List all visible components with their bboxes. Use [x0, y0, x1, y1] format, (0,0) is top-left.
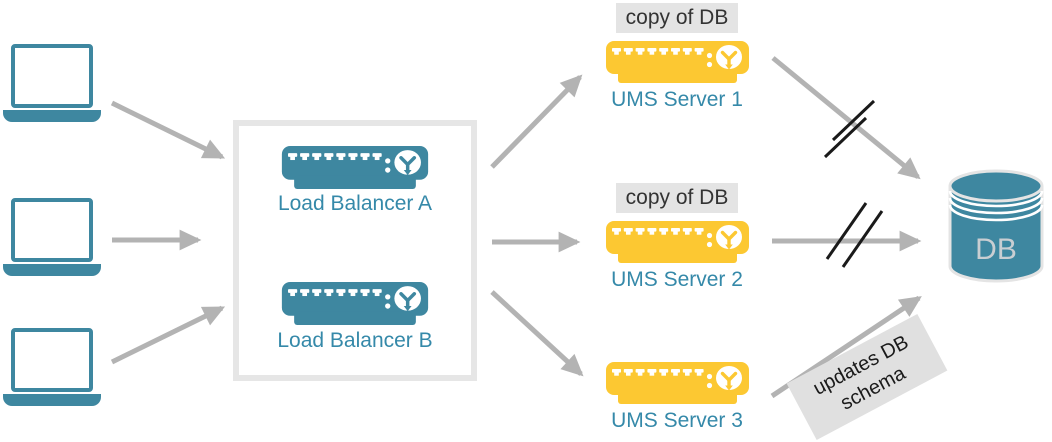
- ums-server-icon: [605, 361, 750, 405]
- arrow-lb-to-ums3: [490, 290, 584, 377]
- laptop-icon: [2, 44, 102, 124]
- ums-server-2: copy of DB UMS Server 2: [597, 183, 757, 292]
- ums-server-1: copy of DB UMS Server 1: [597, 3, 757, 112]
- ums-server-3: UMS Server 3: [597, 361, 757, 433]
- laptop-icon: [2, 328, 102, 408]
- ums-server-2-label: UMS Server 2: [611, 268, 743, 291]
- broken-link-icon: [823, 99, 876, 159]
- arrow-client3-to-lb: [110, 305, 226, 365]
- client-laptop-3: [2, 328, 102, 408]
- database-cylinder-icon: [948, 169, 1044, 283]
- load-balancer-group-box: Load Balancer A Load Balancer B: [233, 120, 477, 381]
- load-balancer-icon: [280, 145, 430, 190]
- database-label: DB: [975, 233, 1017, 266]
- load-balancer-a-label: Load Balancer A: [277, 192, 433, 215]
- ums-server-icon: [605, 220, 750, 264]
- ums-server-1-label: UMS Server 1: [611, 88, 743, 111]
- copy-of-db-badge: copy of DB: [615, 3, 739, 33]
- ums-server-3-label: UMS Server 3: [611, 409, 743, 432]
- client-laptop-1: [2, 44, 102, 124]
- arrow-lb-to-ums1: [490, 74, 583, 169]
- laptop-icon: [2, 198, 102, 278]
- arrow-ums1-to-db: [771, 56, 921, 180]
- ums-server-icon: [605, 40, 750, 84]
- load-balancer-icon: [280, 281, 430, 326]
- arrow-client1-to-lb: [110, 100, 226, 160]
- copy-of-db-badge: copy of DB: [615, 183, 739, 213]
- client-laptop-2: [2, 198, 102, 278]
- load-balancer-b-label: Load Balancer B: [277, 329, 433, 352]
- database: DB: [948, 169, 1044, 283]
- broken-link-icon: [825, 202, 884, 268]
